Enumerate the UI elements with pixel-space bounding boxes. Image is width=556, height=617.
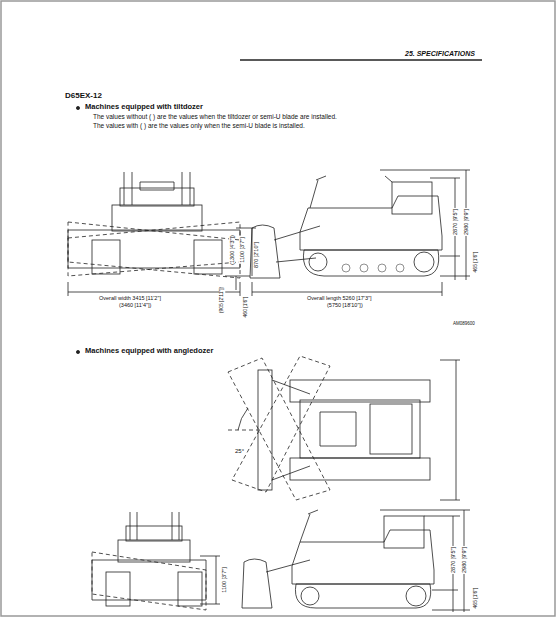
dimension-label: (1300 [4'3"]) (229, 234, 235, 266)
dimension-label: 2980 [9'9"] (463, 208, 469, 236)
dimension-label: 1100 [3'7"] (221, 566, 227, 594)
dimension-label: 870 [2'10"] (253, 241, 259, 269)
angle-label: 25° (234, 448, 245, 455)
section-heading: Machines equipped with angledozer (84, 347, 214, 355)
dimension-label: 465 [1'6"] (473, 251, 479, 274)
note-text: The values without ( ) are the values wh… (92, 113, 338, 120)
dimension-label: Overall length 5260 [17'3"] (306, 295, 372, 301)
dimension-label: 1100 [3'7"] (239, 236, 245, 264)
note-text: The values with ( ) are the values only … (92, 122, 306, 129)
page-header: 25. SPECIFICATIONS (404, 50, 476, 58)
section-heading: Machines equipped with tiltdozer (84, 103, 204, 111)
dimension-label: 460 [1'6"] (243, 296, 249, 319)
dimension-label: 2870 [9'5"] (450, 546, 456, 574)
drawing-code: AM089600 (452, 322, 476, 327)
dimension-label: (5750 [18'10"]) (326, 302, 364, 308)
dimension-label: 2870 [9'5"] (452, 208, 458, 236)
dimension-label: 2980 [9'9"] (461, 546, 467, 574)
dimension-label: Overall width 3415 [11'2"] (98, 295, 162, 301)
model-name: D65EX-12 (64, 92, 103, 101)
dimension-label: (905 [2'11"]) (219, 286, 225, 315)
dimension-label: 465 [1'6"] (473, 587, 479, 610)
dimension-label: (3460 [11'4"]) (118, 302, 152, 308)
